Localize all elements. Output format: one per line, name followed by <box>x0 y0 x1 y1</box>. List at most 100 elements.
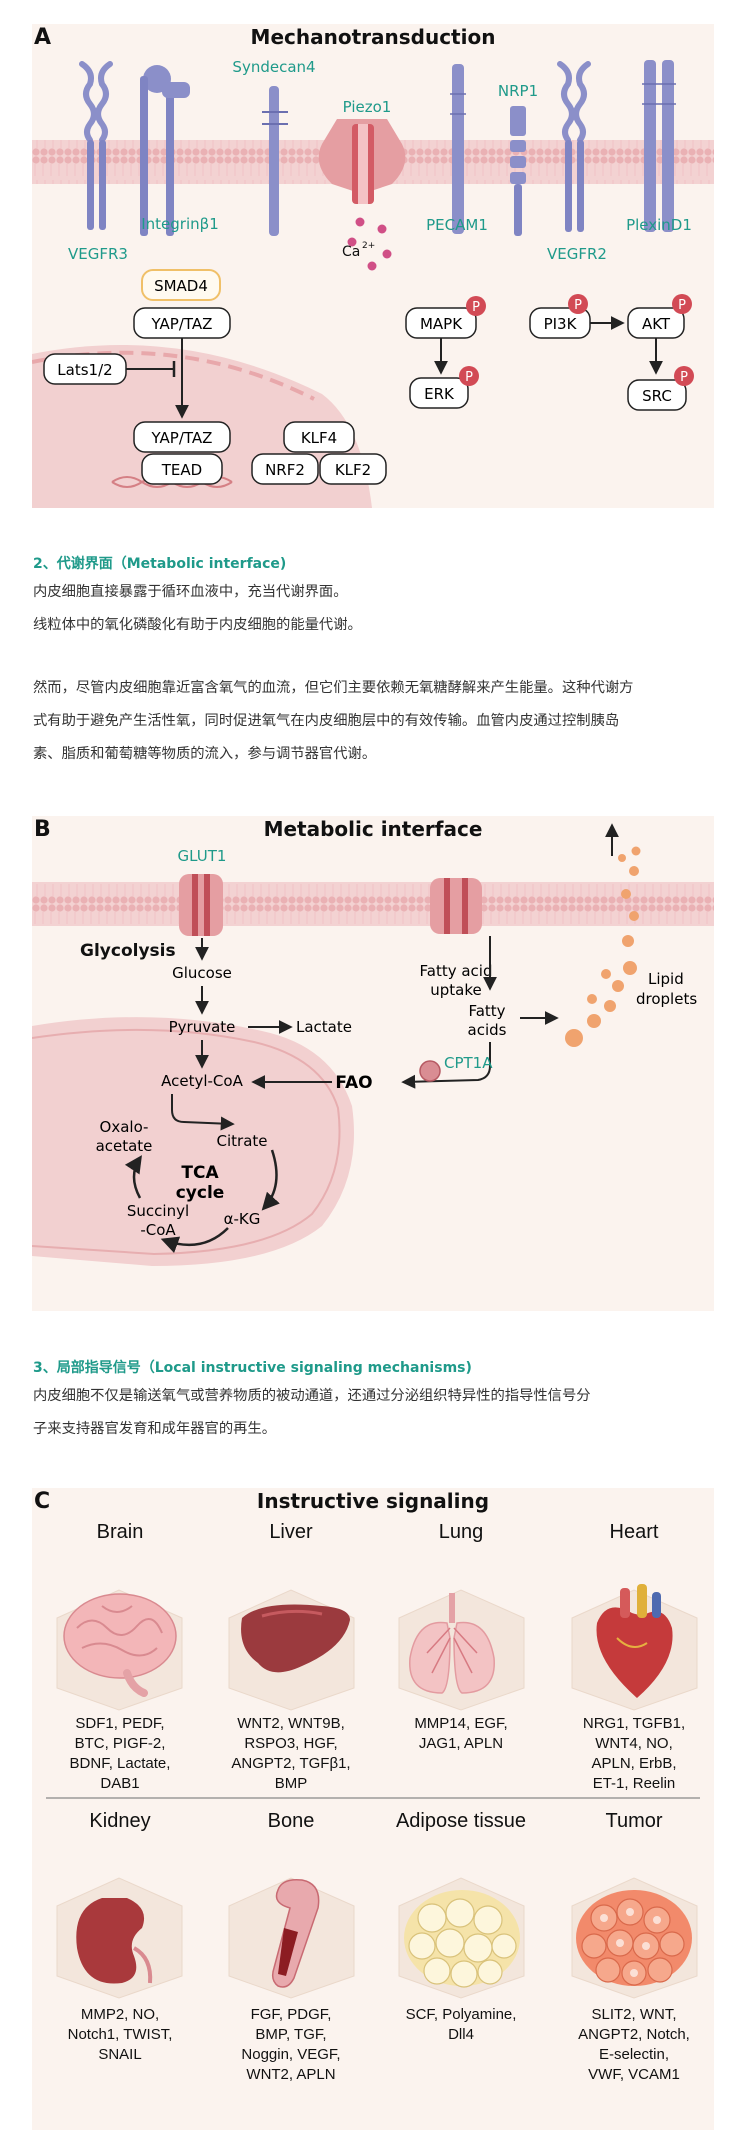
organ-name-brain: Brain <box>96 1521 144 1543</box>
vegfr3-label: VEGFR3 <box>68 245 128 263</box>
lats-node: Lats1/2 <box>43 353 127 385</box>
succinyl-label-2: -CoA <box>140 1221 176 1239</box>
fatty-acids-label-1: Fatty <box>468 1002 505 1020</box>
liver-icon <box>241 1604 350 1673</box>
panel-letter: A <box>34 25 51 50</box>
organ-factors-bone: FGF, PDGF, BMP, TGF, Noggin, VEGF, WNT2,… <box>241 2006 341 2083</box>
succinyl-label-1: Succinyl <box>127 1202 189 1220</box>
klf2-node: KLF2 <box>319 453 387 485</box>
integrin-label: Integrinβ1 <box>141 215 219 233</box>
piezo1-label: Piezo1 <box>343 98 392 116</box>
section-2-line-2: 线粒体中的氧化磷酸化有助于内皮细胞的能量代谢。 <box>33 617 362 633</box>
erk-node: ERK P <box>409 366 479 409</box>
section-2-line-4: 式有助于避免产生活性氧，同时促进氧气在内皮细胞层中的有效传输。血管内皮通过控制胰… <box>33 713 620 729</box>
organ-name-kidney: Kidney <box>89 1810 151 1832</box>
organ-name-liver: Liver <box>269 1521 313 1543</box>
svg-text:YAP/TAZ: YAP/TAZ <box>151 315 213 333</box>
organ-name-tumor: Tumor <box>605 1810 663 1832</box>
svg-text:TEAD: TEAD <box>161 461 202 479</box>
cell-membrane <box>32 882 714 926</box>
svg-text:P: P <box>680 370 688 385</box>
vegfr2-label: VEGFR2 <box>547 245 607 263</box>
vegfr3-receptor: VEGFR3 <box>68 61 128 263</box>
tead-node: TEAD <box>141 453 223 485</box>
calcium-charge: 2+ <box>362 241 375 251</box>
cpt1a-label: CPT1A <box>444 1054 493 1072</box>
glut1-transporter: GLUT1 <box>178 847 227 936</box>
lung-icon <box>409 1593 495 1694</box>
pyruvate-label: Pyruvate <box>169 1018 236 1036</box>
alpha-kg-label: α-KG <box>224 1210 261 1228</box>
acetyl-coa-label: Acetyl-CoA <box>161 1072 243 1090</box>
organ-name-adipose: Adipose tissue <box>395 1810 527 1832</box>
svg-text:Lats1/2: Lats1/2 <box>57 361 112 379</box>
section-2-line-5: 素、脂质和葡萄糖等物质的流入，参与调节器官代谢。 <box>33 746 377 762</box>
organ-factors-liver: WNT2, WNT9B, RSPO3, HGF, ANGPT2, TGFβ1, … <box>231 1715 351 1792</box>
piezo1-channel: Piezo1 Ca 2+ <box>318 98 406 271</box>
cpt1a-transporter <box>419 1060 441 1082</box>
lipid-label-2: droplets <box>636 990 697 1008</box>
nrp1-label: NRP1 <box>498 82 538 100</box>
akt-node: AKT P <box>627 294 692 339</box>
section-3-line-1: 内皮细胞不仅是输送氧气或营养物质的被动通道，还通过分泌组织特异性的指导性信号分 <box>33 1388 591 1404</box>
mitochondrion <box>32 1017 354 1266</box>
plexind1-receptor: PlexinD1 <box>626 60 692 234</box>
organ-factors-heart: NRG1, TGFB1, WNT4, NO, APLN, ErbB, ET-1,… <box>582 1715 686 1792</box>
organ-factors-adipose: SCF, Polyamine, Dll4 <box>405 2006 517 2043</box>
fatty-acid-uptake-label-1: Fatty acid <box>420 962 493 980</box>
glut1-label: GLUT1 <box>178 847 227 865</box>
svg-text:ERK: ERK <box>424 385 455 403</box>
plexind1-label: PlexinD1 <box>626 216 692 234</box>
lactate-label: Lactate <box>296 1018 352 1036</box>
svg-text:KLF2: KLF2 <box>335 461 371 479</box>
organ-factors-tumor: SLIT2, WNT, ANGPT2, Notch, E-selectin, V… <box>578 2006 690 2083</box>
section-instructive-text: 3、局部指导信号（Local instructive signaling mec… <box>33 1358 713 1446</box>
tca-label-1: TCA <box>181 1163 219 1183</box>
svg-text:AKT: AKT <box>642 315 671 333</box>
src-node: SRC P <box>627 366 694 411</box>
pecam1-receptor: PECAM1 <box>426 64 488 234</box>
calcium-label: Ca <box>342 244 360 260</box>
klf4-node: KLF4 <box>283 421 355 453</box>
organ-name-bone: Bone <box>267 1810 315 1832</box>
svg-text:MAPK: MAPK <box>420 315 463 333</box>
fao-label: FAO <box>335 1073 372 1093</box>
panel-title: Metabolic interface <box>264 817 483 841</box>
bone-icon <box>271 1878 320 1988</box>
svg-text:P: P <box>678 298 686 313</box>
citrate-label: Citrate <box>217 1132 268 1150</box>
fatty-acids-label-2: acids <box>468 1021 507 1039</box>
svg-text:P: P <box>472 300 480 315</box>
svg-text:KLF4: KLF4 <box>301 429 337 447</box>
oxaloacetate-label-2: acetate <box>96 1137 153 1155</box>
vegfr2-receptor: VEGFR2 <box>547 61 607 263</box>
pi3k-node: PI3K P <box>529 294 591 339</box>
panel-metabolic-interface: B Metabolic interface GLUT1 Glycolysis G… <box>32 816 714 1311</box>
glycolysis-label: Glycolysis <box>80 941 176 961</box>
svg-text:P: P <box>465 370 473 385</box>
integrin-receptor: Integrinβ1 <box>140 65 219 236</box>
nrf2-node: NRF2 <box>251 453 319 485</box>
smad4-node: SMAD4 <box>141 269 221 301</box>
section-2-title: 2、代谢界面（Metabolic interface) <box>33 556 287 572</box>
yaptaz-nuclear-node: YAP/TAZ <box>133 421 231 453</box>
pecam1-label: PECAM1 <box>426 216 488 234</box>
organ-name-heart: Heart <box>609 1521 659 1543</box>
brain-icon <box>63 1593 177 1697</box>
kidney-icon <box>76 1898 153 1984</box>
svg-text:PI3K: PI3K <box>544 315 578 333</box>
svg-text:SRC: SRC <box>642 387 672 405</box>
tumor-icon <box>576 1890 692 1986</box>
syndecan4-receptor: Syndecan4 <box>232 58 316 236</box>
svg-text:SMAD4: SMAD4 <box>154 277 208 295</box>
adipose-icon <box>404 1890 520 1988</box>
section-2-line-1: 内皮细胞直接暴露于循环血液中，充当代谢界面。 <box>33 584 348 600</box>
panel-letter: C <box>34 1489 50 1514</box>
yaptaz-node: YAP/TAZ <box>133 307 231 339</box>
panel-mechanotransduction: A Mechanotransduction VEGFR3 Integrinβ1 … <box>32 24 714 508</box>
glucose-label: Glucose <box>172 964 232 982</box>
tca-label-2: cycle <box>176 1183 225 1203</box>
section-2-line-3: 然而，尽管内皮细胞靠近富含氧气的血流，但它们主要依赖无氧糖酵解来产生能量。这种代… <box>33 680 634 696</box>
heart-icon <box>596 1584 673 1698</box>
fatty-acid-transporter <box>430 878 482 934</box>
